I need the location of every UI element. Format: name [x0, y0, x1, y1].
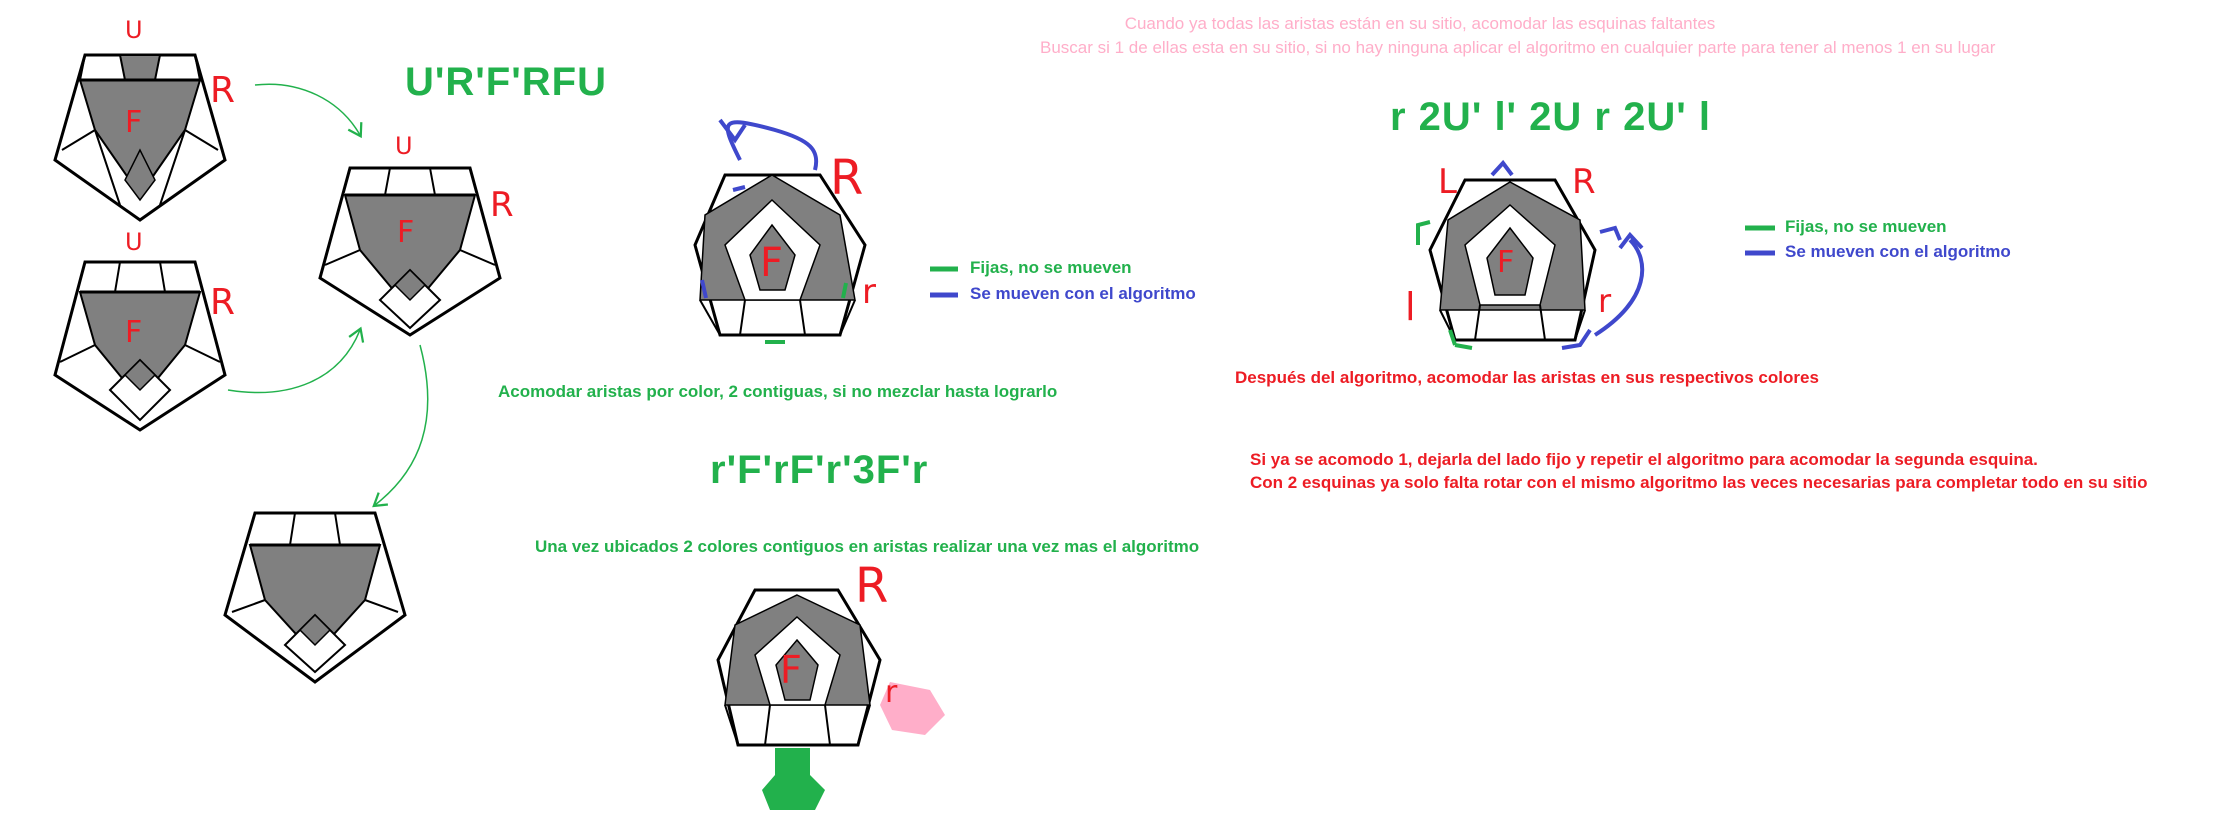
legend-2-moving: Se mueven con el algoritmo — [1785, 242, 2011, 261]
label-front-3: F — [397, 215, 415, 250]
label-front-6: F — [780, 648, 802, 692]
algorithm-3: r 2U' l' 2U r 2U' l — [1390, 95, 1711, 139]
label-r-6: r — [885, 675, 898, 710]
pentagon-6 — [716, 588, 945, 810]
legend-1-fixed: Fijas, no se mueven — [970, 258, 1132, 277]
legend-2-markers — [1745, 225, 1775, 256]
pentagon-4 — [223, 511, 407, 684]
label-front-7: F — [1497, 245, 1515, 280]
legend-2-fixed: Fijas, no se mueven — [1785, 217, 1947, 236]
note-pink-1: Cuando ya todas las aristas están en su … — [1124, 14, 1716, 33]
algorithm-1: U'R'F'RFU — [405, 60, 607, 104]
label-up-1: U — [125, 16, 143, 44]
label-front-1: F — [125, 105, 143, 140]
label-right-2: R — [210, 282, 236, 323]
repeat-note-2: Con 2 esquinas ya solo falta rotar con e… — [1250, 473, 2148, 492]
edges-instruction: Acomodar aristas por color, 2 contiguas,… — [498, 382, 1058, 401]
algorithm-2: r'F'rF'r'3F'r — [710, 448, 929, 492]
label-right-1: R — [210, 70, 236, 111]
label-right-5: R — [830, 150, 864, 206]
pentagon-7 — [1416, 159, 1645, 350]
label-left-7: L — [1438, 162, 1457, 202]
pentagon-5 — [693, 118, 867, 344]
label-up-3: U — [395, 132, 413, 160]
label-up-2: U — [125, 228, 143, 256]
legend-1-moving: Se mueven con el algoritmo — [970, 284, 1196, 303]
label-r-7: r — [1598, 282, 1612, 320]
pentagon-1 — [53, 53, 227, 222]
label-right-3: R — [490, 185, 514, 225]
flow-arrows — [227, 83, 429, 508]
note-pink-2: Buscar si 1 de ellas esta en su sitio, s… — [1040, 38, 1996, 57]
repeat-note-1: Si ya se acomodo 1, dejarla del lado fij… — [1250, 450, 2038, 469]
pentagon-3 — [318, 166, 502, 337]
label-r-5: r — [862, 272, 876, 312]
label-right-6: R — [855, 558, 889, 614]
pentagon-2 — [53, 260, 227, 432]
after-algorithm-note: Después del algoritmo, acomodar las aris… — [1235, 368, 1819, 387]
label-l-7: l — [1405, 285, 1416, 329]
label-front-5: F — [760, 240, 784, 286]
edges-instruction-2: Una vez ubicados 2 colores contiguos en … — [535, 537, 1200, 556]
label-right-7: R — [1572, 162, 1596, 202]
label-front-2: F — [125, 315, 143, 350]
legend-1-markers — [930, 266, 958, 298]
